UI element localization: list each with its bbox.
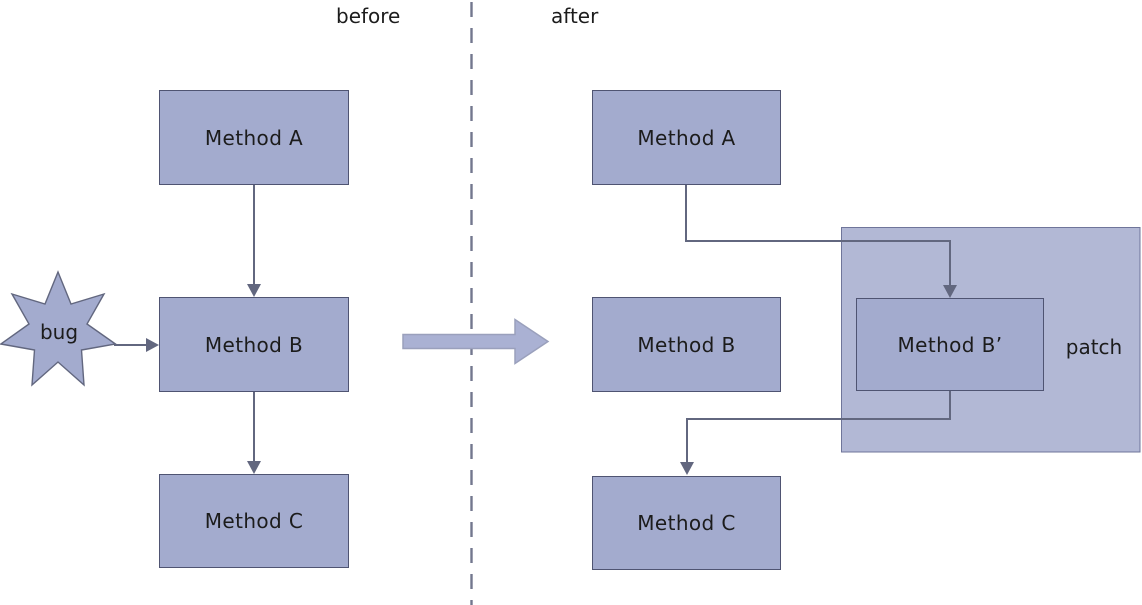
method-a-label-after: Method A [637,125,736,150]
connector-before-a-to-b [247,185,261,297]
method-b-prime-label: Method B’ [897,332,1003,357]
method-b-box-after: Method B [592,297,781,392]
method-c-box-after: Method C [592,476,781,570]
method-a-box-before: Method A [159,90,349,185]
arrowhead-icon [680,462,694,475]
connector-after-a-to-bprime [685,185,957,298]
arrowhead-icon [146,338,159,352]
method-c-box-before: Method C [159,474,349,568]
method-a-label-before: Method A [204,125,304,150]
method-c-label-before: Method C [204,509,304,533]
arrowhead-icon [247,461,261,474]
patch-label: patch [1065,335,1123,359]
transition-arrow-icon [402,318,550,365]
method-c-label-after: Method C [637,511,736,535]
method-a-box-after: Method A [592,90,781,185]
bug-star-icon [0,270,118,387]
arrowhead-icon [943,285,957,298]
method-b-prime-box: Method B’ [856,298,1044,391]
bug-label: bug [39,320,79,344]
method-b-box-before: Method B [159,297,349,392]
before-section-label: before [336,4,401,28]
after-section-label: after [551,4,599,28]
method-b-label-after: Method B [637,332,736,357]
connector-before-b-to-c [247,392,261,474]
arrowhead-icon [247,284,261,297]
method-b-label-before: Method B [204,332,304,357]
connector-after-bprime-to-c [680,391,951,475]
connector-bug-to-b [114,338,159,352]
